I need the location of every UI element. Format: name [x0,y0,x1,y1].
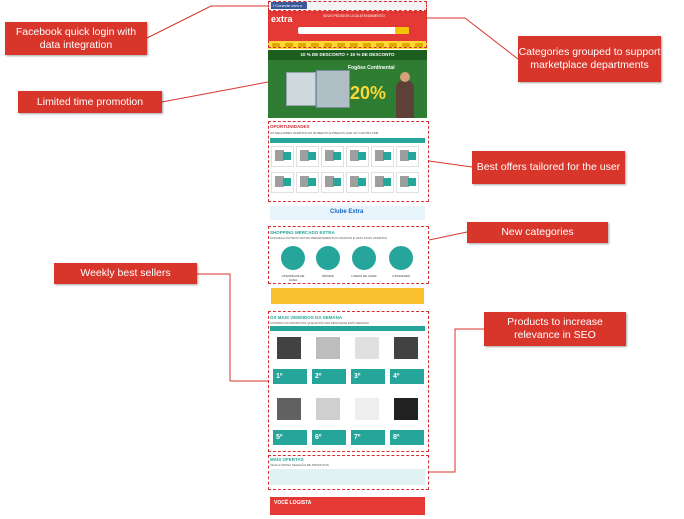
product-card[interactable] [346,172,369,193]
categories-frame [268,12,427,48]
rank-badge: 2º [312,369,346,384]
website-screenshot: f Conecte com o Facebook extra SEUS PEDI… [268,0,427,519]
banner-discount-text: 10 % DE DESCONTO + 15 % DE DESCONTO [268,50,427,60]
offers-subtitle: OS MELHORES OFERTAS DO MOMENTO E PREÇOS … [270,131,379,135]
bestsellers-frame [268,311,429,452]
new-categories-frame [268,226,429,284]
shopping-subtitle: CONHEÇA OUTROS NOVOS DEPARTAMENTOS CRIAD… [270,236,387,240]
product-card[interactable] [321,146,344,167]
callout-seo-products: Products to increase relevance in SEO [484,312,626,346]
offers-frame [268,121,429,202]
callout-best-offers: Best offers tailored for the user [472,151,625,184]
nav-category-item[interactable] [337,43,345,47]
seo-products-frame [268,455,429,490]
facebook-login-frame [268,1,427,11]
shopping-section: SHOPPING MERCADO EXTRA CONHEÇA OUTROS NO… [268,228,427,284]
rank-badge: 8º [390,430,424,445]
nav-category-item[interactable] [298,43,306,47]
offers-title: OPORTUNIDADES [270,124,310,129]
offers-tabs[interactable] [270,138,425,143]
offers-section: OPORTUNIDADES OS MELHORES OFERTAS DO MOM… [268,121,427,201]
callout-new-categories: New categories [467,222,608,243]
product-card[interactable] [396,146,419,167]
category-circle[interactable] [281,246,305,270]
rank-badge: 7º [351,430,385,445]
footer-text: VOCÊ LOGISTA [274,500,312,506]
product-card[interactable] [271,146,294,167]
bestseller-card[interactable]: 5º [271,398,307,458]
product-card[interactable] [296,172,319,193]
bestseller-card[interactable]: 3º [349,337,385,397]
promo-banner[interactable]: 10 % DE DESCONTO + 15 % DE DESCONTO Fogõ… [268,50,427,118]
search-input[interactable] [298,27,409,34]
nav-category-item[interactable] [324,43,332,47]
callout-promotion: Limited time promotion [18,91,162,113]
rank-badge: 4º [390,369,424,384]
category-nav[interactable] [268,41,427,49]
nav-category-item[interactable] [389,43,397,47]
banner-percent: 20% [350,83,387,103]
more-offers-section: MAIS OFERTAS VEJA A NOSSA SELEÇÃO DE PRO… [268,455,427,489]
footer-banner[interactable]: VOCÊ LOGISTA [270,497,425,515]
product-card[interactable] [321,172,344,193]
stove-image [316,70,350,108]
product-card[interactable] [371,146,394,167]
clube-extra-banner[interactable]: Clube Extra [270,206,425,220]
rank-badge: 5º [273,430,307,445]
callout-weekly-best-sellers: Weekly best sellers [54,263,197,284]
rank-badge: 1º [273,369,307,384]
nav-category-item[interactable] [376,43,384,47]
product-card[interactable] [296,146,319,167]
category-label[interactable]: UTENSÍLIOS DE CASA [281,274,305,282]
bestseller-card[interactable]: 2º [310,337,346,397]
header-links[interactable]: SEUS PEDIDOS LOJA ATENDIMENTO [323,14,385,18]
bestseller-card[interactable]: 8º [388,398,424,458]
nav-category-item[interactable] [350,43,358,47]
nav-category-item[interactable] [272,43,280,47]
nav-category-item[interactable] [415,43,423,47]
category-circle[interactable] [389,246,413,270]
rank-badge: 3º [351,369,385,384]
search-button[interactable] [395,27,409,34]
model-image [396,72,414,118]
bestsellers-section: OS MAIS VENDIDOS DA SEMANA CONFIRA OS PR… [268,312,427,452]
category-label[interactable]: LINHAS DE CAMA [351,274,377,278]
rank-badge: 6º [312,430,346,445]
nav-category-item[interactable] [363,43,371,47]
product-card[interactable] [271,172,294,193]
site-logo[interactable]: extra [271,14,293,24]
nav-category-item[interactable] [311,43,319,47]
more-offers-subtitle: VEJA A NOSSA SELEÇÃO DE PRODUTOS [270,463,329,467]
product-card[interactable] [346,146,369,167]
product-card[interactable] [371,172,394,193]
stove-image [286,72,316,106]
category-circle[interactable] [352,246,376,270]
shopping-title: SHOPPING MERCADO EXTRA [270,230,335,235]
category-label[interactable]: UTILIDADES [392,274,410,278]
callout-facebook-login: Facebook quick login with data integrati… [5,22,147,55]
nav-category-item[interactable] [402,43,410,47]
more-offers-strip[interactable] [270,469,425,485]
more-offers-title: MAIS OFERTAS [270,457,304,462]
category-label[interactable]: MÓVEIS [322,274,334,278]
category-circle[interactable] [316,246,340,270]
product-card[interactable] [396,172,419,193]
clube-extra-label: Clube Extra [330,209,364,215]
site-header: extra SEUS PEDIDOS LOJA ATENDIMENTO [268,11,427,41]
bestsellers-tabs[interactable] [270,326,425,331]
bestseller-card[interactable]: 7º [349,398,385,458]
bestseller-card[interactable]: 6º [310,398,346,458]
banner-title: Fogões Continental [348,65,395,71]
nav-category-item[interactable] [285,43,293,47]
bestsellers-title: OS MAIS VENDIDOS DA SEMANA [270,315,343,320]
promo-strip[interactable] [271,288,424,304]
callout-categories: Categories grouped to support marketplac… [518,36,661,82]
bestseller-card[interactable]: 1º [271,337,307,397]
bestseller-card[interactable]: 4º [388,337,424,397]
bestsellers-subtitle: CONFIRA OS PRODUTOS QUE ESTÃO EM DESTAQU… [270,321,369,325]
